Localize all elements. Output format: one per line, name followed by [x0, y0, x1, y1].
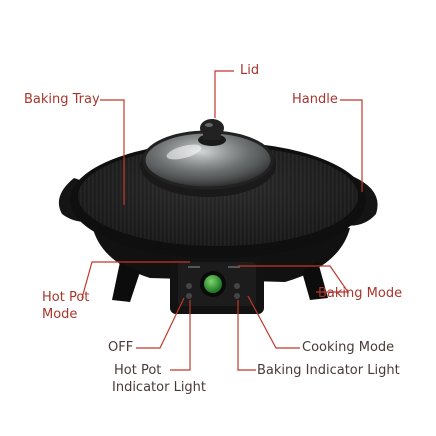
control-panel [178, 262, 256, 306]
label-baking-tray: Baking Tray [24, 92, 100, 107]
leader-baking-mode [238, 265, 350, 293]
leader-handle [340, 99, 363, 192]
label-handle: Handle [292, 92, 338, 107]
label-lid: Lid [240, 63, 260, 78]
label-hot-pot-mode-line2: Mode [42, 307, 78, 322]
label-cooking-mode: Cooking Mode [302, 340, 395, 355]
label-hot-pot-light-line2: Indicator Light [112, 380, 207, 395]
leader-cooking-mode [247, 295, 300, 349]
label-off: OFF [108, 340, 134, 355]
leader-hot-pot-mode [81, 261, 190, 299]
label-hot-pot-mode-line1: Hot Pot [42, 290, 90, 305]
hot-pot-indicator-light [186, 283, 192, 289]
baking-indicator-light [234, 283, 240, 289]
leader-off [136, 297, 185, 349]
label-baking-light: Baking Indicator Light [257, 363, 400, 378]
leader-lid [214, 70, 234, 118]
leader-lines [81, 70, 363, 371]
leader-baking-light [237, 300, 256, 371]
leader-hot-pot-light [170, 300, 191, 371]
label-hot-pot-light-line1: Hot Pot [114, 363, 162, 378]
label-baking-mode: Baking Mode [318, 286, 403, 301]
lid [140, 119, 276, 197]
leader-baking-tray [100, 99, 125, 205]
control-knob[interactable] [204, 275, 222, 293]
